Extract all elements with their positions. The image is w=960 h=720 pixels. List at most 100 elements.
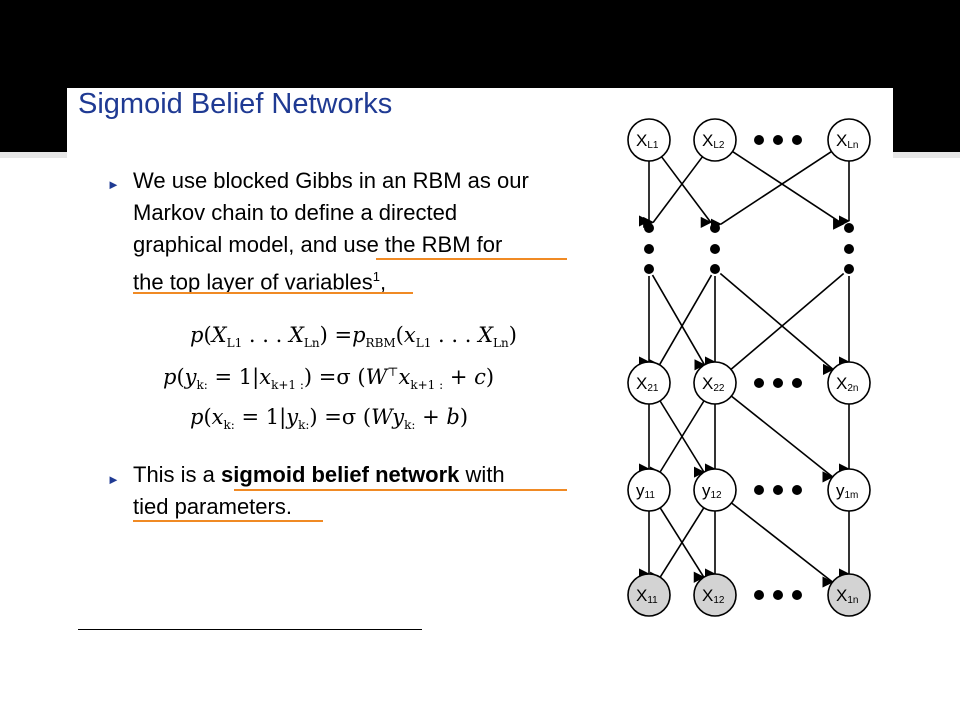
node-label: y12 — [702, 481, 722, 501]
ellipsis-dot — [644, 244, 654, 254]
node-label-sub: 2n — [847, 383, 858, 394]
edge-dots-row2-2 — [649, 274, 713, 371]
highlight-underline-4 — [133, 520, 323, 522]
ellipsis-dot — [754, 590, 764, 600]
node-label-sub: 11 — [645, 490, 656, 501]
edge-row2-row3-4 — [730, 395, 834, 483]
node-label: X12 — [702, 586, 725, 606]
node-label-main: y — [836, 481, 845, 500]
edge-dots-row2-4 — [719, 272, 835, 375]
bullet1-line4-tail: , — [379, 269, 387, 295]
node-x-l1: XL1 — [627, 118, 671, 162]
ellipsis-dot — [792, 590, 802, 600]
node-label-main: X — [836, 586, 847, 605]
bullet2-suffix: with — [465, 462, 505, 487]
bullet2-line1: This is a sigmoid belief network with — [133, 459, 505, 491]
highlight-underline-2 — [133, 292, 413, 294]
node-x-11: X11 — [627, 573, 671, 617]
ellipsis-dot — [710, 223, 720, 233]
node-label-sub: Ln — [847, 140, 858, 151]
node-label: X21 — [636, 374, 659, 394]
node-label: XLn — [836, 131, 858, 151]
bullet1-line3: graphical model, and use the RBM for — [133, 232, 503, 257]
node-label-main: y — [702, 481, 711, 500]
node-label-sub: 1m — [845, 490, 859, 501]
node-label-main: X — [836, 131, 847, 150]
node-label-main: X — [636, 586, 647, 605]
edge-dots-row2-5 — [720, 272, 845, 375]
node-label-main: X — [636, 131, 647, 150]
ellipsis-dot — [792, 135, 802, 145]
node-label: X11 — [636, 586, 658, 606]
ellipsis-dot — [754, 485, 764, 495]
node-label: X22 — [702, 374, 725, 394]
node-x-l2: XL2 — [693, 118, 737, 162]
ellipsis-dot — [754, 378, 764, 388]
bullet1-line4: the top layer of variables1, — [133, 261, 386, 298]
ellipsis-dot — [644, 264, 654, 274]
node-y-11: y11 — [627, 468, 671, 512]
node-label: X1n — [836, 586, 858, 606]
equation-2: p(yk: = 1|xk+1 :) =σ (W⊤xk+1 : + c) — [163, 365, 495, 393]
bullet2-prefix: This is a — [133, 462, 215, 487]
node-x-12: X12 — [693, 573, 737, 617]
edge-dots-row2-1 — [651, 274, 706, 371]
node-label-sub: 12 — [713, 595, 725, 606]
network-edges — [638, 150, 851, 588]
node-x-2n: X2n — [827, 361, 871, 405]
ellipsis-dot — [773, 135, 783, 145]
node-label: XL2 — [702, 131, 725, 151]
node-y-12: y12 — [693, 468, 737, 512]
ellipsis-dot — [844, 244, 854, 254]
node-label-sub: 11 — [647, 595, 658, 606]
node-x-1n: X1n — [827, 573, 871, 617]
node-label-sub: 22 — [713, 383, 725, 394]
ellipsis-dot — [844, 223, 854, 233]
node-x-22: X22 — [693, 361, 737, 405]
ellipsis-dot — [792, 378, 802, 388]
node-label-main: X — [702, 374, 713, 393]
ellipsis-dot — [710, 264, 720, 274]
bullet1-line1: We use blocked Gibbs in an RBM as our — [133, 168, 529, 193]
equation-1: p(XL1 . . . XLn) =pRBM(xL1 . . . XLn) — [190, 323, 517, 351]
ellipsis-dot — [754, 135, 764, 145]
node-label-main: X — [836, 374, 847, 393]
bullet1-line4-text: the top layer of variables — [133, 269, 373, 295]
highlight-underline-3 — [234, 489, 567, 491]
node-x-21: X21 — [627, 361, 671, 405]
ellipsis-dot — [773, 590, 783, 600]
edge-row2-row3-2 — [649, 400, 705, 478]
node-label-main: y — [636, 481, 645, 500]
ellipsis-dot — [792, 485, 802, 495]
node-y-1m: y1m — [827, 468, 871, 512]
node-label-sub: 12 — [711, 490, 723, 501]
node-label: X2n — [836, 374, 858, 394]
node-label: XL1 — [636, 131, 659, 151]
bullet2-line2: tied parameters. — [133, 494, 292, 519]
ellipsis-dot — [710, 244, 720, 254]
edge-row3-row4-4 — [731, 502, 834, 588]
ellipsis-dot — [773, 485, 783, 495]
edge-row3-row4-2 — [650, 507, 705, 583]
node-label-main: X — [702, 586, 713, 605]
node-label-sub: L2 — [713, 140, 725, 151]
bullet2-bold-term: sigmoid belief network — [221, 462, 460, 487]
node-x-ln: XLn — [827, 118, 871, 162]
ellipsis-dot — [844, 264, 854, 274]
bullet-marker-2: ► — [107, 472, 120, 487]
edge-row1-4 — [710, 150, 832, 230]
footnote-rule — [78, 629, 422, 630]
node-label-sub: 21 — [647, 383, 659, 394]
node-label-sub: 1n — [847, 595, 858, 606]
node-label-main: X — [702, 131, 713, 150]
ellipsis-dot — [773, 378, 783, 388]
edge-row1-1 — [660, 156, 712, 229]
footnote-mark: 1 — [372, 269, 380, 284]
bullet1-line2: Markov chain to define a directed — [133, 200, 458, 225]
equation-3: p(xk: = 1|yk:) =σ (Wyk: + b) — [190, 405, 469, 433]
node-label-sub: L1 — [647, 140, 659, 151]
node-label-main: X — [636, 374, 647, 393]
slide-title: Sigmoid Belief Networks — [78, 88, 393, 120]
